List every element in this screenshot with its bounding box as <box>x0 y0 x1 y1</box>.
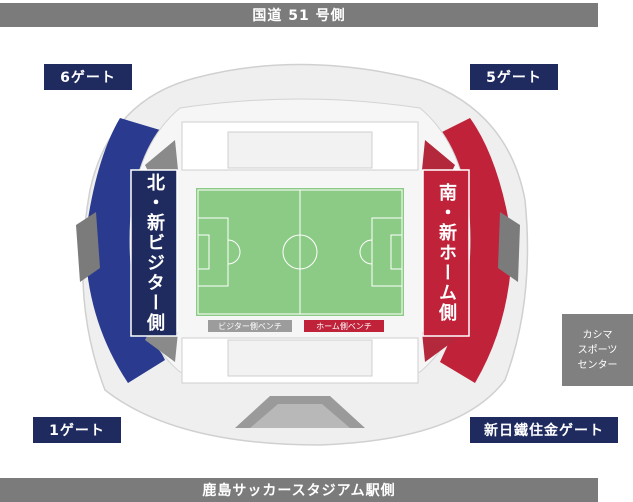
nippon-steel-gate-label: 新日鐵住金ゲート <box>470 417 618 443</box>
road-label-south: 鹿島サッカースタジアム駅側 <box>0 478 598 502</box>
home-stand-label: 南・新ホーム側 <box>436 183 457 323</box>
kashima-sports-center: カシマ スポーツ センター <box>562 314 633 386</box>
corner-stairs-se <box>422 330 455 362</box>
gate-1-label: 1ゲート <box>33 417 121 443</box>
back-stand-top-inner <box>227 131 373 169</box>
sports-center-line-1: カシマ <box>582 329 613 341</box>
visitor-bench-label: ビジター側ベンチ <box>218 321 282 331</box>
gate-5-label: 5ゲート <box>470 64 558 90</box>
home-bench-label: ホーム側ベンチ <box>316 321 372 331</box>
gate-6-label: 6ゲート <box>44 64 132 90</box>
visitor-stand-panel <box>130 169 178 337</box>
center-circle <box>282 234 318 270</box>
corner-stairs-sw <box>145 330 178 362</box>
sports-center-line-2: スポーツ <box>577 344 618 356</box>
sports-center-line-3: センター <box>577 359 618 371</box>
home-side-wedge <box>498 212 520 282</box>
visitor-bench-box <box>208 320 292 332</box>
corner-stairs-ne <box>422 140 455 175</box>
home-stand-panel <box>422 169 470 337</box>
visitor-stand-label: 北・新ビジター側 <box>144 173 165 333</box>
main-stand-bottom-inner <box>227 339 373 377</box>
home-bench-box <box>304 320 384 332</box>
corner-stairs-nw <box>145 140 178 175</box>
road-label-north: 国道 51 号側 <box>0 3 598 27</box>
visitor-side-wedge <box>76 212 100 282</box>
